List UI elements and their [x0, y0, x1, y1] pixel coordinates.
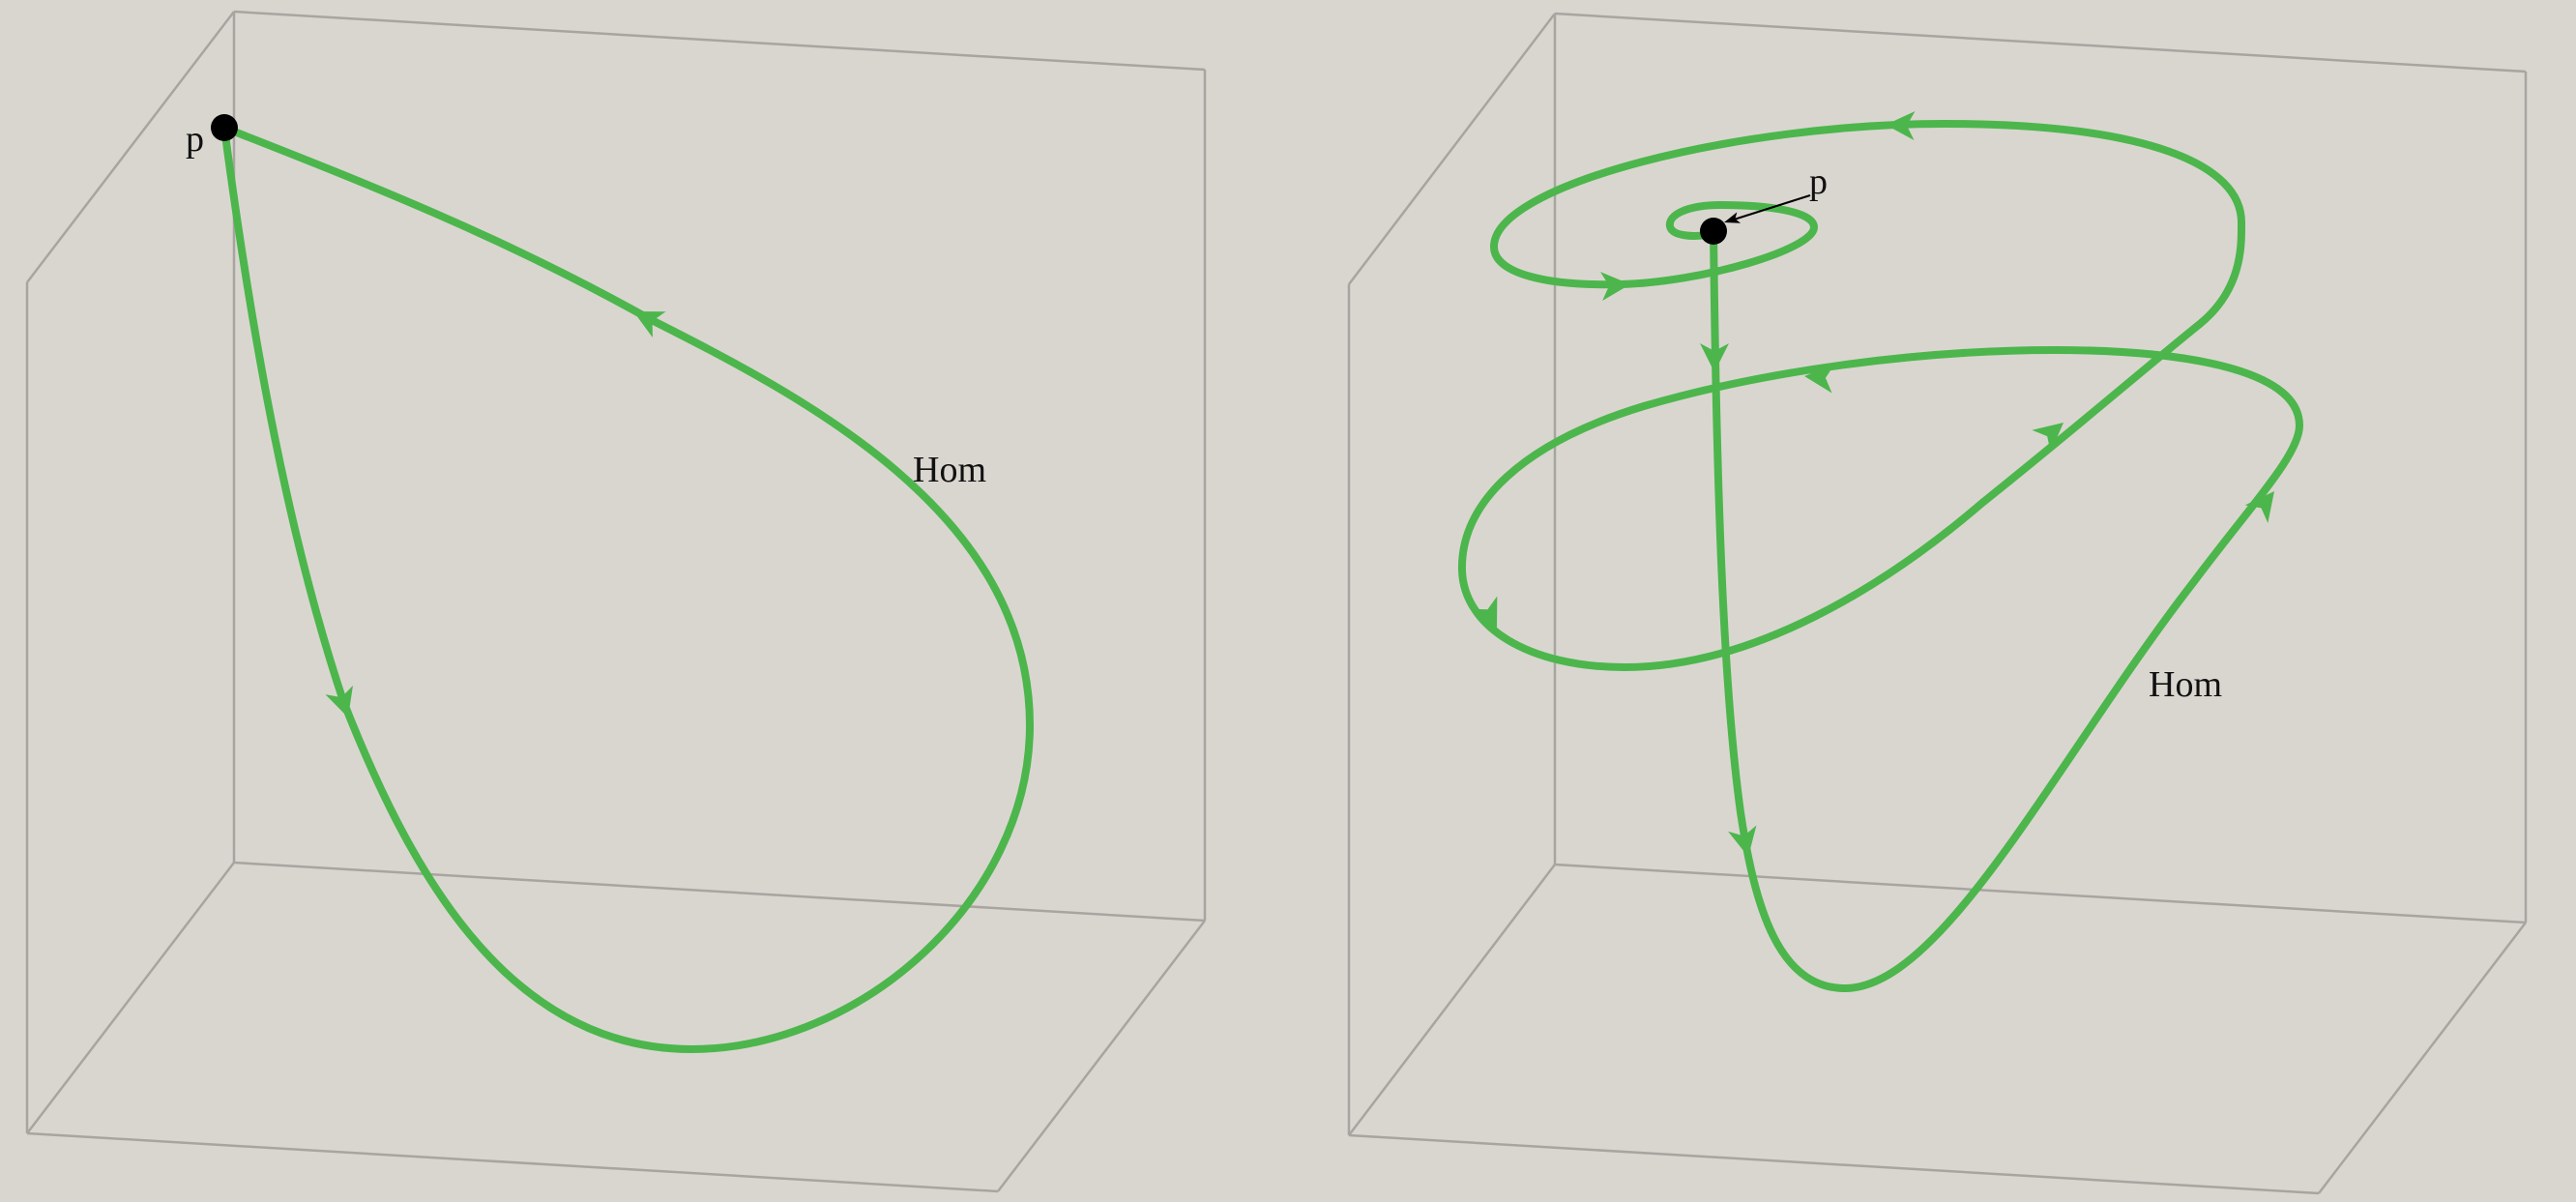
right-box-edge [1348, 864, 1556, 1136]
left-homoclinic-orbit [220, 124, 1034, 1053]
right-box-edge [1348, 1133, 2320, 1195]
right-arrow-left-top [1886, 111, 1916, 141]
right-panel: p Hom [1347, 12, 2528, 1195]
right-arrow-up-right [2244, 491, 2274, 523]
left-point-label: p [186, 119, 204, 160]
left-arrow-down [325, 685, 353, 718]
right-arrow-up-diagonal [2032, 423, 2064, 453]
left-box-edge [26, 862, 235, 1134]
right-arrow-down-top [1700, 343, 1729, 372]
left-box-edge [233, 861, 1206, 923]
left-box-edge [233, 10, 1206, 72]
right-point-pointer-head [1724, 212, 1742, 223]
right-box-edge [1554, 863, 2527, 924]
right-fixed-point [1700, 218, 1727, 245]
left-box-edge [997, 920, 1206, 1192]
right-orbit-label: Hom [2149, 664, 2222, 705]
right-point-pointer [1730, 194, 1811, 221]
left-box-wireframe [25, 10, 1207, 1193]
left-arrow-up [633, 311, 666, 337]
right-arrow-right-lower-ring [1600, 272, 1630, 302]
right-box-wireframe [1347, 12, 2528, 1195]
right-box-edge [1348, 13, 1556, 285]
right-arrow-down-left [1471, 596, 1498, 629]
right-arrow-left-middle [1804, 364, 1835, 394]
left-fixed-point [211, 114, 238, 141]
right-arrow-down-bottom [1728, 825, 1757, 857]
left-panel: p Hom [25, 10, 1207, 1193]
right-homoclinic-orbit [1457, 120, 2303, 992]
left-box-edge [26, 1131, 999, 1193]
right-box-edge [2318, 922, 2527, 1194]
right-point-label: p [1809, 161, 1828, 202]
right-box-edge [1554, 12, 2527, 73]
left-orbit-label: Hom [913, 450, 986, 490]
left-box-edge [26, 11, 235, 283]
